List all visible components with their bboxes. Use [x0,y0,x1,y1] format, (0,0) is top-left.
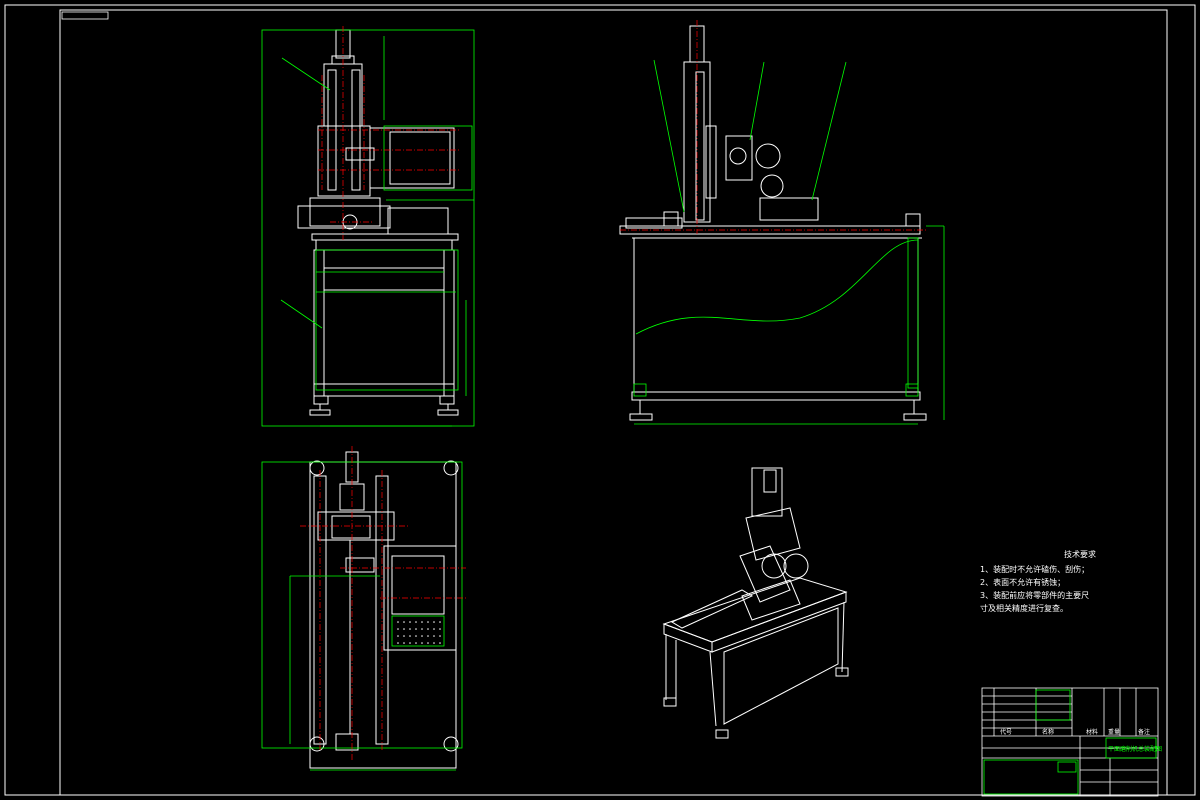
drawing-name: 平面磨削机总装配图 [1108,746,1163,753]
front-view-green [261,29,475,427]
inner-border [59,9,1168,796]
title-block-header-code: 代号 [1000,729,1013,736]
side-view [619,25,927,421]
isometric-view [662,467,849,739]
title-block [981,687,1159,797]
title-block-header-remark: 备注 [1138,729,1151,736]
sheet-code-box [61,11,109,20]
side-view-green [633,59,945,425]
top-view-green [261,461,463,771]
top-view-centerlines [300,446,466,760]
title-block-header-name: 名称 [1042,729,1055,736]
technical-requirement-item: 1、装配时不允许磕伤、刮伤； [980,565,1090,574]
top-view [309,451,459,769]
technical-requirement-item: 寸及相关精度进行复查。 [980,604,1068,613]
outer-border [4,4,1196,796]
title-block-header-weight: 重量 [1108,729,1121,736]
technical-requirements: 技术要求 1、装配时不允许磕伤、刮伤； 2、表面不允许有锈蚀； 3、装配前应将零… [980,548,1170,615]
front-view [297,29,459,416]
top-view-dots [397,621,441,644]
technical-requirement-item: 2、表面不允许有锈蚀； [980,578,1066,587]
side-view-centerlines [620,20,926,234]
title-block-header-material: 材料 [1086,729,1099,736]
technical-requirements-title: 技术要求 [1064,550,1096,559]
front-view-centerlines [318,26,460,240]
technical-requirement-item: 3、装配前应将零部件的主要尺 [980,591,1090,600]
